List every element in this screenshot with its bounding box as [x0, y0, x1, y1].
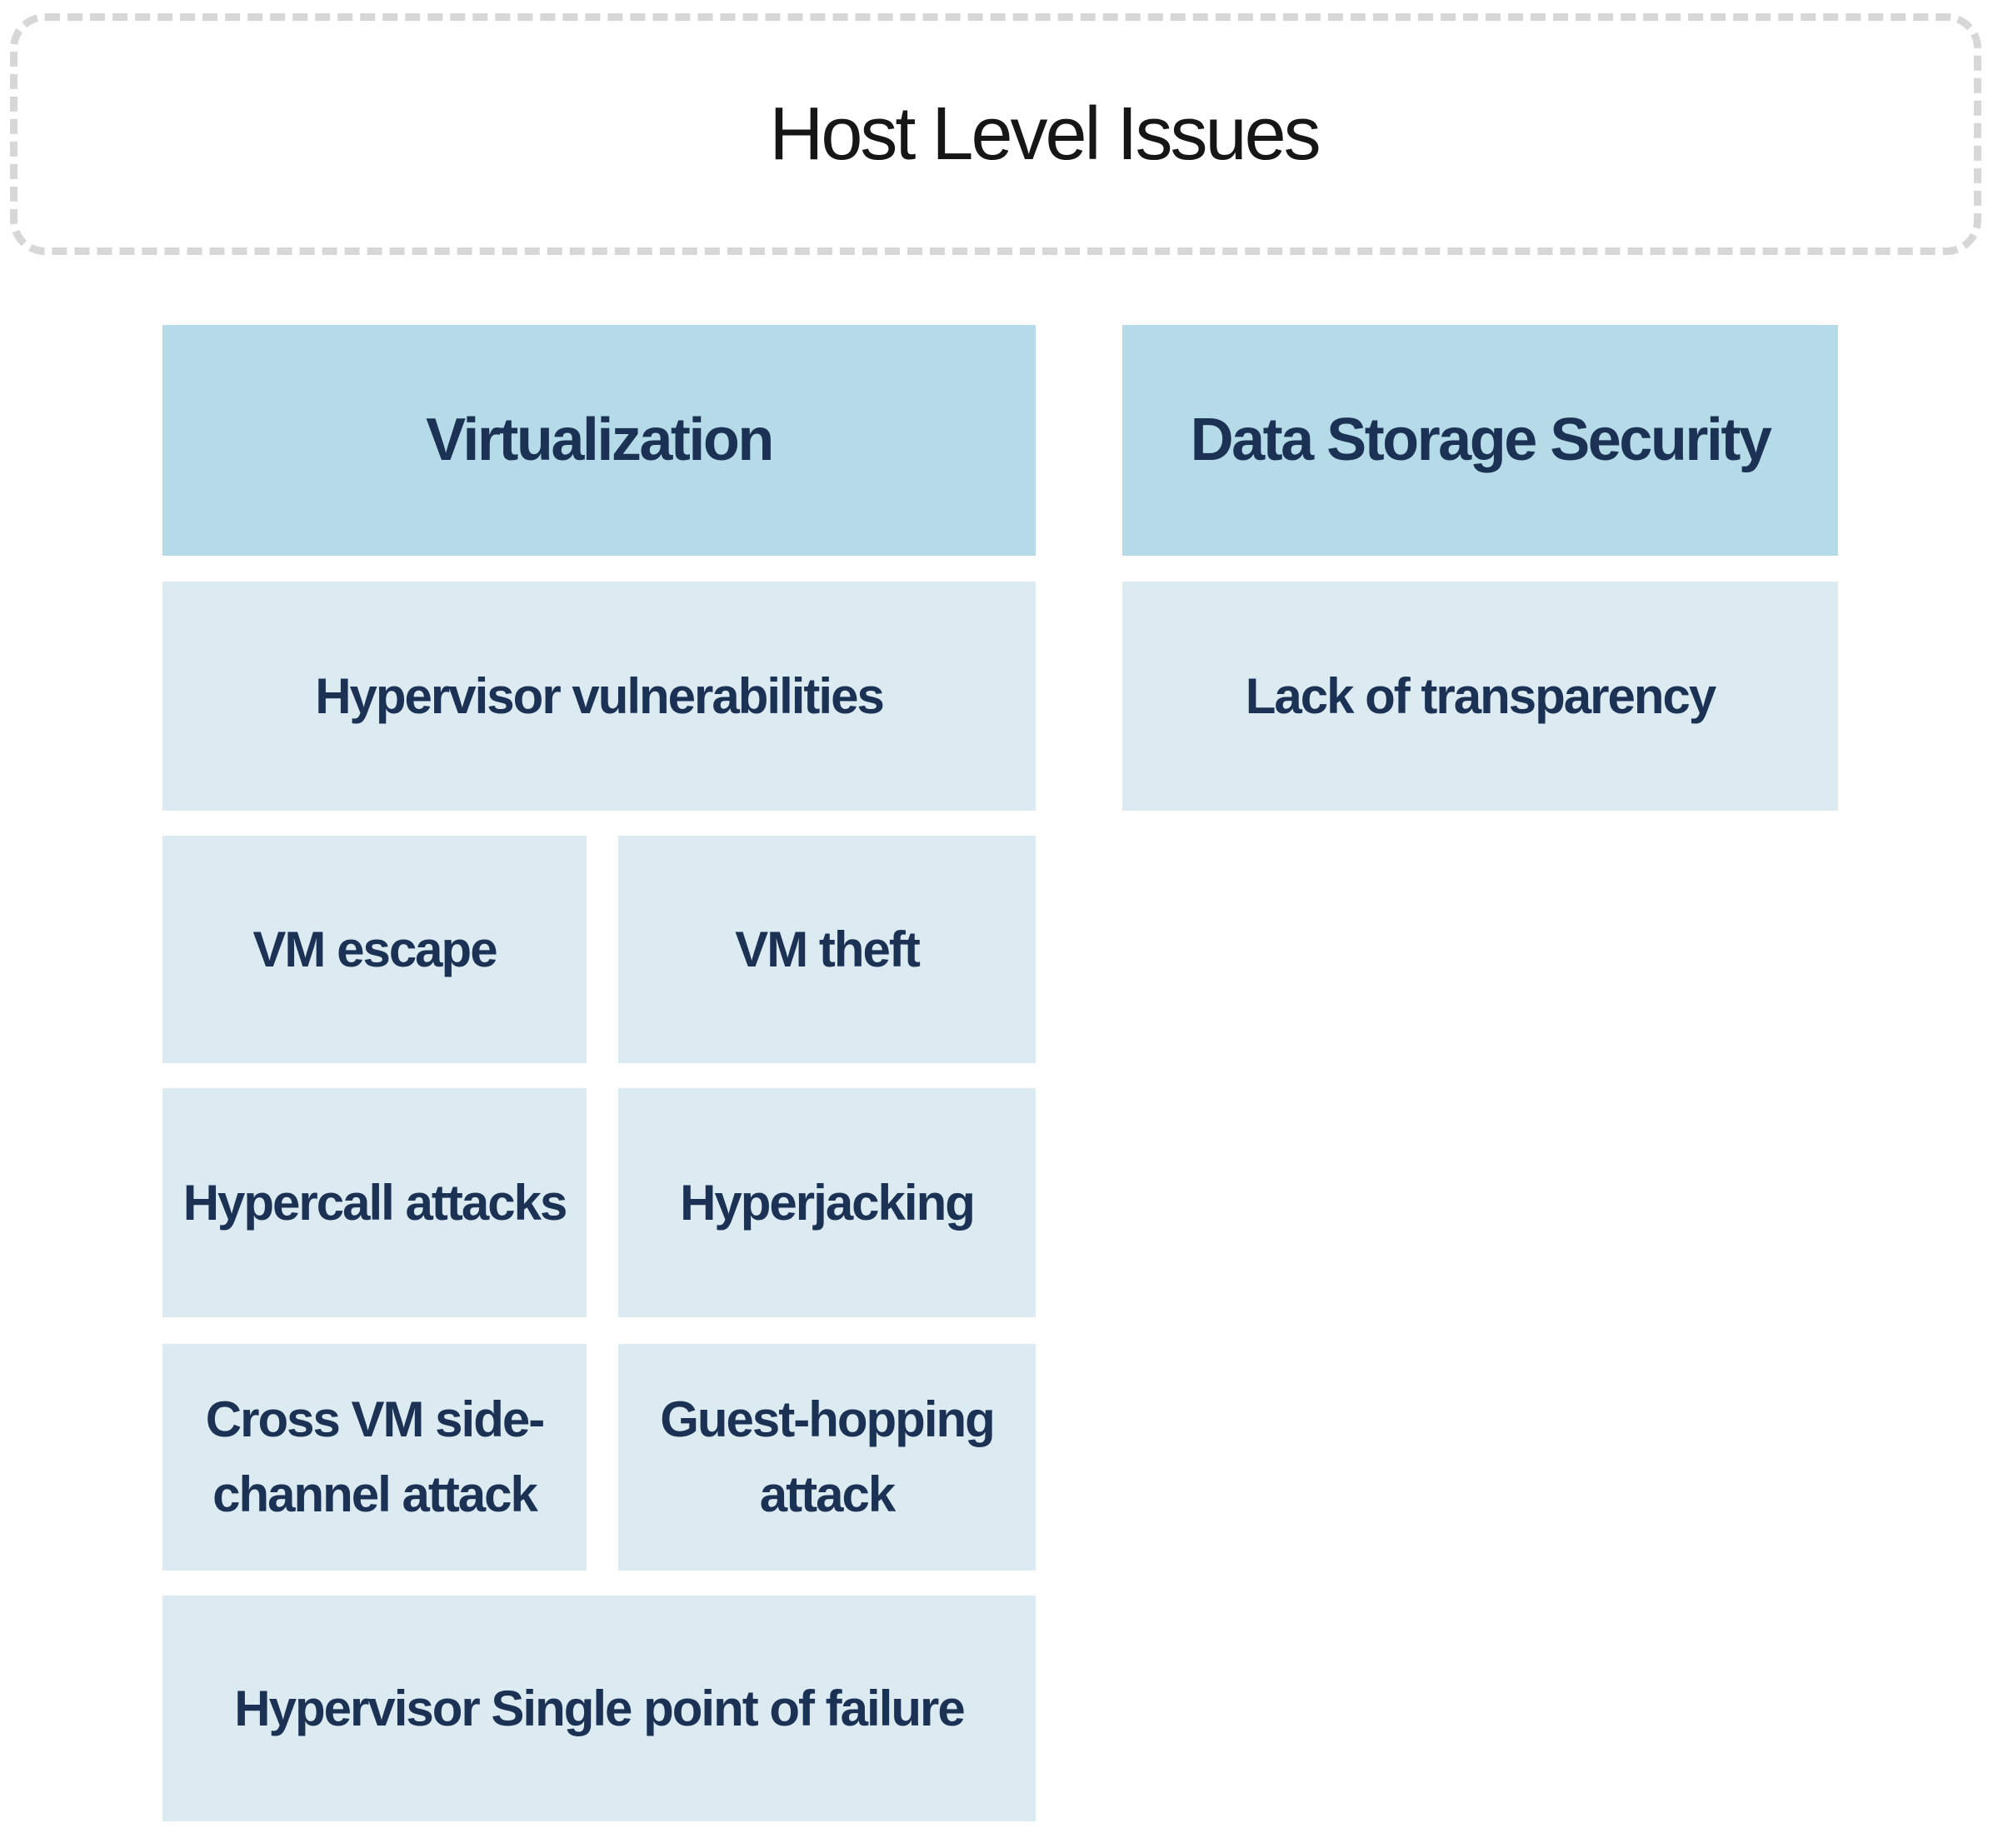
- issue-vm-theft: VM theft: [618, 836, 1036, 1063]
- issue-guest-hopping-attack: Guest-hopping attack: [618, 1344, 1036, 1571]
- issue-hyperjacking: Hyperjacking: [618, 1088, 1036, 1317]
- issue-hypercall-attacks: Hypercall attacks: [162, 1088, 587, 1317]
- issue-lack-of-transparency: Lack of transparency: [1122, 582, 1838, 811]
- category-header-data-storage-security: Data Storage Security: [1122, 325, 1838, 556]
- issue-hypervisor-vulnerabilities: Hypervisor vulnerabilities: [162, 582, 1036, 811]
- panel-title: Host Level Issues: [769, 92, 1321, 176]
- issue-vm-escape: VM escape: [162, 836, 587, 1063]
- category-header-virtualization: Virtualization: [162, 325, 1036, 556]
- issue-hypervisor-single-point-of-failure: Hypervisor Single point of failure: [162, 1596, 1036, 1821]
- host-level-issues-panel: Host Level Issues: [10, 13, 1981, 255]
- issue-cross-vm-side-channel-attack: Cross VM side-channel attack: [162, 1344, 587, 1571]
